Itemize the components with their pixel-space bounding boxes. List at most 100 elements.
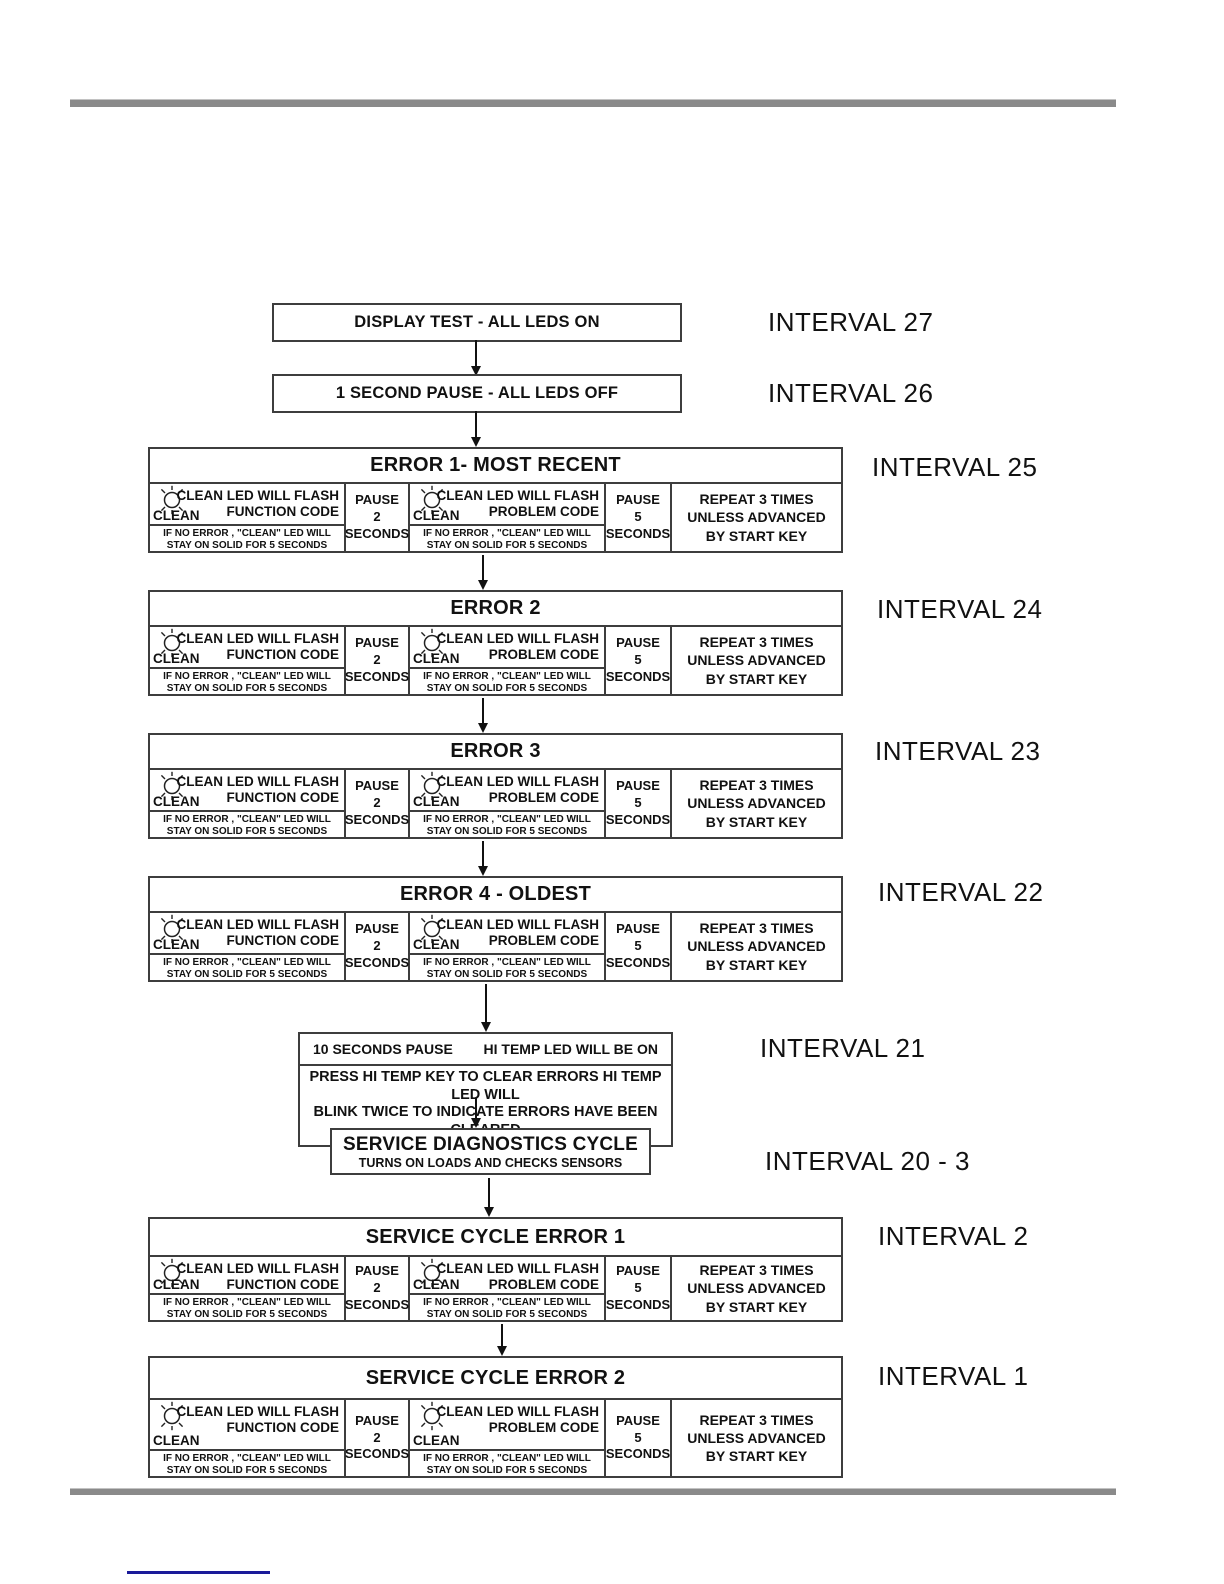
- pause-label: PAUSE: [616, 921, 660, 937]
- flow-box-one-second-pause: 1 SECOND PAUSE - ALL LEDS OFF: [272, 374, 682, 413]
- led-flash-icon: [160, 1401, 184, 1431]
- repeat-line2: UNLESS ADVANCED: [687, 652, 826, 669]
- problem-code-text: CLEAN LED WILL FLASH PROBLEM CODE: [437, 1404, 600, 1436]
- pause-label: PAUSE: [355, 1412, 399, 1428]
- note-line2: STAY ON SOLID FOR 5 SECONDS: [166, 540, 328, 551]
- pause-label: PAUSE: [616, 635, 660, 651]
- repeat-line3: BY START KEY: [705, 813, 808, 830]
- pause-5-value: 5: [634, 1429, 642, 1445]
- repeat-line2: UNLESS ADVANCED: [687, 938, 826, 955]
- note-line1: IF NO ERROR , "CLEAN" LED WILL: [423, 957, 591, 968]
- led-clean-label: CLEAN: [153, 508, 200, 523]
- no-error-note: IF NO ERROR , "CLEAN" LED WILL STAY ON S…: [410, 667, 604, 694]
- function-line: FUNCTION CODE: [226, 933, 340, 949]
- note-line2: STAY ON SOLID FOR 5 SECONDS: [166, 826, 328, 837]
- flash-line: CLEAN LED WILL FLASH: [436, 1404, 600, 1419]
- led-clean-label: CLEAN: [153, 1433, 200, 1448]
- error-box: ERROR 3 CLEAN CLEAN LED WILL FLA: [148, 733, 843, 839]
- repeat-line1: REPEAT 3 TIMES: [699, 920, 814, 937]
- bottom-divider-rule: [70, 1488, 1116, 1495]
- error-box: SERVICE CYCLE ERROR 2 CLEAN CLEA: [148, 1356, 843, 1478]
- interval-25-label: INTERVAL 25: [872, 452, 1038, 482]
- function-code-cell: CLEAN CLEAN LED WILL FLASH FUNCTION CODE…: [150, 1257, 346, 1320]
- repeat-line3: BY START KEY: [705, 1298, 808, 1315]
- function-code-text: CLEAN LED WILL FLASH FUNCTION CODE: [177, 774, 340, 806]
- error-box-title: ERROR 3: [150, 735, 841, 770]
- note-line2: STAY ON SOLID FOR 5 SECONDS: [426, 1309, 588, 1320]
- flash-line: CLEAN LED WILL FLASH: [176, 1404, 340, 1419]
- seconds-label: SECONDS: [605, 1296, 671, 1312]
- repeat-cell: REPEAT 3 TIMES UNLESS ADVANCED BY START …: [672, 627, 841, 694]
- problem-code-cell: CLEAN CLEAN LED WILL FLASH PROBLEM CODE …: [410, 913, 606, 980]
- note-line1: IF NO ERROR , "CLEAN" LED WILL: [163, 528, 331, 539]
- error-box: ERROR 1- MOST RECENT CLEAN CLEAN: [148, 447, 843, 553]
- repeat-line1: REPEAT 3 TIMES: [699, 634, 814, 651]
- pause-5-seconds-cell: PAUSE 5 SECONDS: [606, 484, 672, 551]
- flow-arrow-down: [481, 984, 491, 1032]
- flow-arrow-down: [471, 411, 481, 447]
- repeat-line2: UNLESS ADVANCED: [687, 1280, 826, 1297]
- pause-5-seconds-cell: PAUSE 5 SECONDS: [606, 627, 672, 694]
- problem-line: PROBLEM CODE: [488, 504, 599, 520]
- problem-code-text: CLEAN LED WILL FLASH PROBLEM CODE: [437, 631, 600, 663]
- seconds-label: SECONDS: [344, 1296, 410, 1312]
- flow-box-clear-errors: 10 SECONDS PAUSE HI TEMP LED WILL BE ON …: [298, 1032, 673, 1147]
- no-error-note: IF NO ERROR , "CLEAN" LED WILL STAY ON S…: [410, 524, 604, 551]
- pause-2-seconds-cell: PAUSE 2 SECONDS: [344, 484, 410, 551]
- repeat-line2: UNLESS ADVANCED: [687, 795, 826, 812]
- pause-label: PAUSE: [355, 778, 399, 794]
- repeat-line3: BY START KEY: [705, 1448, 808, 1465]
- function-code-cell: CLEAN CLEAN LED WILL FLASH FUNCTION CODE…: [150, 627, 346, 694]
- pause-label: PAUSE: [355, 492, 399, 508]
- problem-code-cell: CLEAN CLEAN LED WILL FLASH PROBLEM CODE …: [410, 627, 606, 694]
- function-code-cell: CLEAN CLEAN LED WILL FLASH FUNCTION CODE…: [150, 770, 346, 837]
- hi-temp-led-on-label: HI TEMP LED WILL BE ON: [483, 1041, 659, 1057]
- display-test-label: DISPLAY TEST - ALL LEDS ON: [354, 313, 600, 331]
- problem-code-text: CLEAN LED WILL FLASH PROBLEM CODE: [437, 1261, 600, 1293]
- service-diagnostics-subtitle: TURNS ON LOADS AND CHECKS SENSORS: [358, 1155, 623, 1170]
- repeat-line1: REPEAT 3 TIMES: [699, 1411, 814, 1428]
- note-line1: IF NO ERROR , "CLEAN" LED WILL: [163, 957, 331, 968]
- note-line2: STAY ON SOLID FOR 5 SECONDS: [426, 540, 588, 551]
- flash-line: CLEAN LED WILL FLASH: [436, 1261, 600, 1276]
- error-box-body: CLEAN CLEAN LED WILL FLASH FUNCTION CODE…: [150, 1257, 841, 1320]
- problem-line: PROBLEM CODE: [488, 790, 599, 806]
- footer-link[interactable]: [127, 1571, 270, 1574]
- pause-5-seconds-cell: PAUSE 5 SECONDS: [606, 770, 672, 837]
- note-line1: IF NO ERROR , "CLEAN" LED WILL: [423, 1453, 591, 1464]
- no-error-note: IF NO ERROR , "CLEAN" LED WILL STAY ON S…: [150, 1293, 344, 1320]
- note-line1: IF NO ERROR , "CLEAN" LED WILL: [163, 814, 331, 825]
- note-line2: STAY ON SOLID FOR 5 SECONDS: [166, 1309, 328, 1320]
- error-box-title: ERROR 1- MOST RECENT: [150, 449, 841, 484]
- seconds-label: SECONDS: [344, 525, 410, 541]
- repeat-line2: UNLESS ADVANCED: [687, 1429, 826, 1446]
- repeat-cell: REPEAT 3 TIMES UNLESS ADVANCED BY START …: [672, 770, 841, 837]
- flow-arrow-down: [497, 1324, 507, 1356]
- pause-2-seconds-cell: PAUSE 2 SECONDS: [345, 627, 410, 694]
- error-box: ERROR 4 - OLDEST CLEAN CLEAN LED: [148, 876, 843, 982]
- problem-code-cell: CLEAN CLEAN LED WILL FLASH PROBLEM CODE …: [410, 484, 606, 551]
- pause-label: PAUSE: [355, 921, 399, 937]
- note-line1: IF NO ERROR , "CLEAN" LED WILL: [423, 671, 591, 682]
- interval-26-label: INTERVAL 26: [768, 378, 934, 408]
- function-code-text: CLEAN LED WILL FLASH FUNCTION CODE: [177, 488, 340, 520]
- led-flash-icon: [160, 485, 184, 515]
- function-code-cell: CLEAN CLEAN LED WILL FLASH FUNCTION CODE…: [150, 484, 346, 551]
- flow-arrow-down: [484, 1178, 494, 1217]
- pause-5-value: 5: [634, 509, 642, 525]
- error-box-body: CLEAN CLEAN LED WILL FLASH FUNCTION CODE…: [150, 484, 841, 551]
- problem-code-text: CLEAN LED WILL FLASH PROBLEM CODE: [437, 917, 600, 949]
- led-flash-icon: [420, 771, 444, 801]
- interval-24-label: INTERVAL 24: [877, 594, 1043, 624]
- seconds-label: SECONDS: [605, 525, 671, 541]
- repeat-cell: REPEAT 3 TIMES UNLESS ADVANCED BY START …: [672, 1400, 841, 1476]
- led-clean-label: CLEAN: [413, 1433, 460, 1448]
- led-clean-label: CLEAN: [413, 651, 460, 666]
- flow-box-service-diagnostics: SERVICE DIAGNOSTICS CYCLE TURNS ON LOADS…: [330, 1128, 651, 1175]
- no-error-note: IF NO ERROR , "CLEAN" LED WILL STAY ON S…: [410, 953, 604, 980]
- led-clean-label: CLEAN: [153, 937, 200, 952]
- function-code-text: CLEAN LED WILL FLASH FUNCTION CODE: [177, 917, 340, 949]
- flow-arrow-down: [471, 1098, 481, 1128]
- flash-line: CLEAN LED WILL FLASH: [176, 917, 340, 932]
- seconds-label: SECONDS: [344, 811, 410, 827]
